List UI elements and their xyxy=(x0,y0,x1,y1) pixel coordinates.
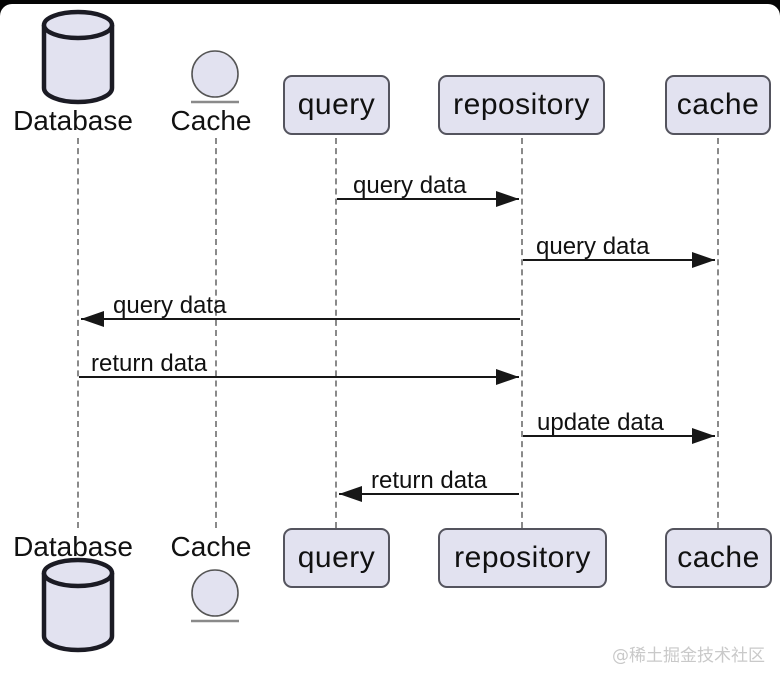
participant-box-repository-bottom: repository xyxy=(438,528,607,588)
entity-circle-icon xyxy=(188,48,242,111)
diagram-page xyxy=(0,4,780,682)
arrowhead-left-icon xyxy=(339,486,362,502)
watermark-text: @稀土掘金技术社区 xyxy=(612,646,765,666)
message-label: query data xyxy=(353,172,467,199)
participant-label-cache-bottom: Cache xyxy=(170,531,252,562)
participant-box-query-bottom: query xyxy=(283,528,390,588)
lifeline-cache-box xyxy=(717,138,719,528)
arrowhead-right-icon xyxy=(692,252,715,268)
participant-box-cache-top: cache xyxy=(665,75,771,135)
participant-box-repository-top: repository xyxy=(438,75,605,135)
database-cylinder-icon xyxy=(39,557,117,660)
participant-label-cache-top: Cache xyxy=(170,105,252,136)
message-label: return data xyxy=(371,467,488,494)
message-label: query data xyxy=(113,292,227,319)
message-arrow-line xyxy=(79,376,519,378)
participant-box-query-top: query xyxy=(283,75,390,135)
message-arrow-line xyxy=(337,198,519,200)
arrowhead-right-icon xyxy=(496,191,519,207)
entity-circle-icon xyxy=(188,567,242,630)
message-label: query data xyxy=(536,233,650,260)
message-arrow-line xyxy=(523,259,715,261)
message-arrow-line xyxy=(81,318,520,320)
message-arrow-line xyxy=(523,435,715,437)
message-arrow-line xyxy=(339,493,519,495)
lifeline-database xyxy=(77,138,79,528)
participant-label-database-bottom: Database xyxy=(13,531,133,562)
arrowhead-right-icon xyxy=(496,369,519,385)
participant-box-cache-bottom: cache xyxy=(665,528,772,588)
arrowhead-right-icon xyxy=(692,428,715,444)
message-label: return data xyxy=(91,350,208,377)
participant-label-database-top: Database xyxy=(13,105,133,136)
lifeline-cache xyxy=(215,138,217,528)
message-label: update data xyxy=(537,409,664,436)
database-cylinder-icon xyxy=(39,9,117,112)
arrowhead-left-icon xyxy=(81,311,104,327)
lifeline-repository xyxy=(521,138,523,528)
lifeline-query xyxy=(335,138,337,528)
